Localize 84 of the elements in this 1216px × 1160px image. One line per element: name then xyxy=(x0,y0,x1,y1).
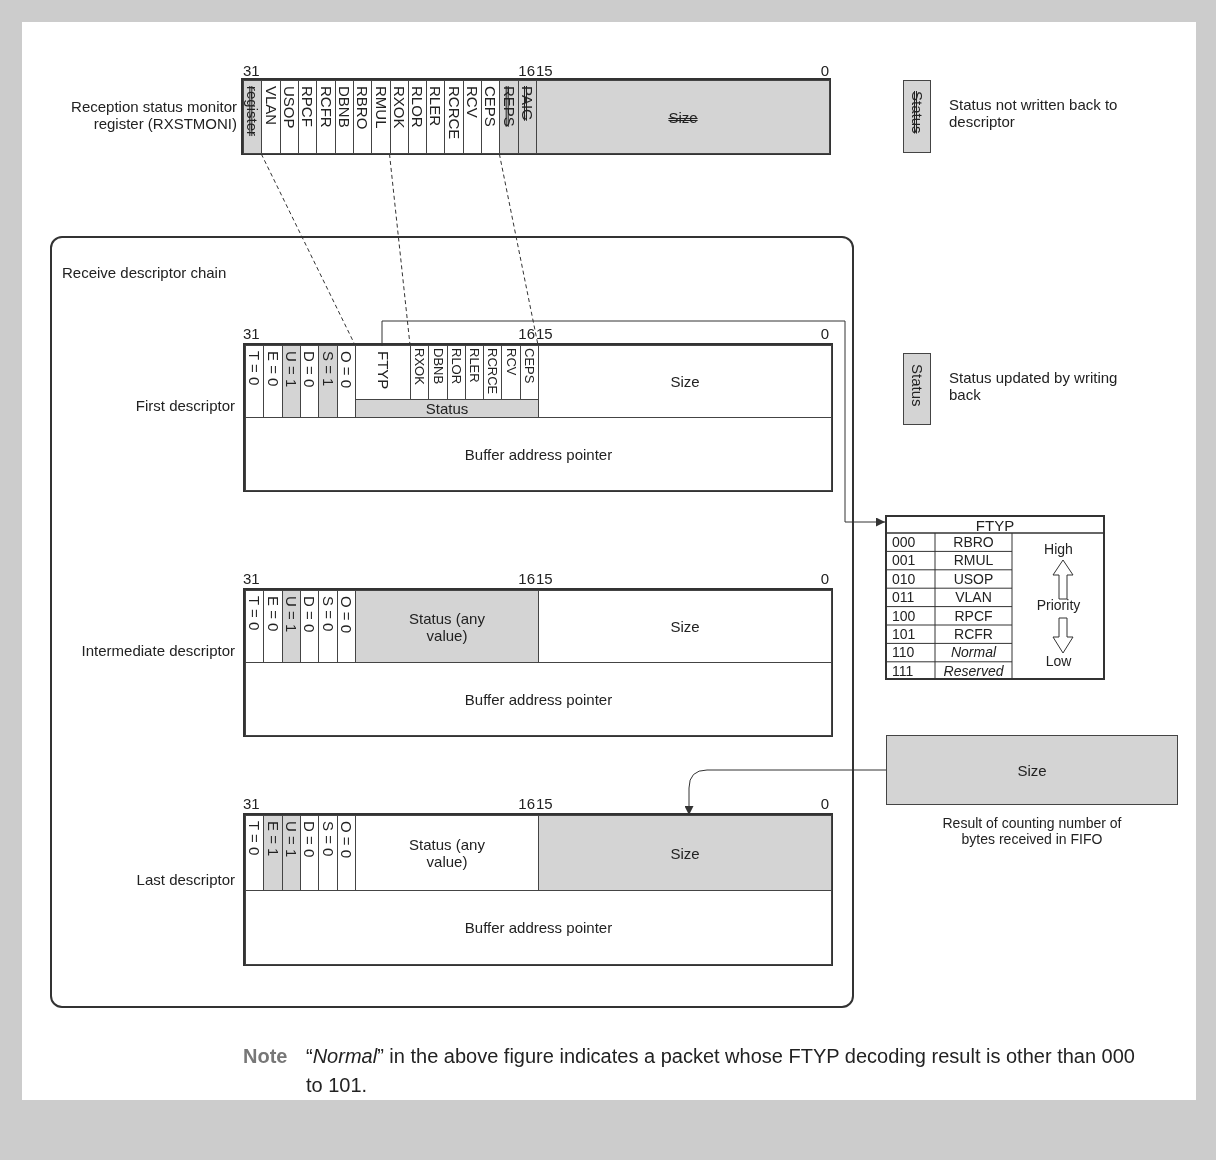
bit-field: Size xyxy=(536,80,830,154)
bit-field: Buffer address pointer xyxy=(245,890,832,965)
bit-number: 16 xyxy=(517,325,535,342)
legend-swatch: Status xyxy=(903,80,931,153)
bit-field: RXOK xyxy=(389,80,409,154)
dashed-line xyxy=(389,153,411,346)
bit-field: PAIG xyxy=(517,80,537,154)
bit-field: DBNB xyxy=(334,80,354,154)
bit-field: Size xyxy=(538,590,832,663)
bit-field: Status (any value) xyxy=(355,590,539,663)
note-label: Note xyxy=(243,1045,289,1068)
table-cell-text: 000 xyxy=(892,533,917,551)
bit-number: 16 xyxy=(517,570,535,587)
chain-title: Receive descriptor chain xyxy=(62,264,227,281)
dashed-line xyxy=(260,153,356,346)
bit-field: RCV xyxy=(462,80,483,154)
bit-field: RBRO xyxy=(352,80,373,154)
table-cell-text: 011 xyxy=(892,588,916,607)
bit-number: 15 xyxy=(536,62,554,79)
bit-field: RMUL xyxy=(371,80,391,154)
bit-number: 31 xyxy=(243,795,261,812)
bit-field: RPCF xyxy=(297,80,318,154)
swatch-label: Status updated by writing back xyxy=(949,369,1119,403)
bit-number: 15 xyxy=(536,570,554,587)
arrow xyxy=(684,769,887,816)
bit-field: CEPS xyxy=(481,80,501,154)
count-box-label: Result of counting number of bytes received in FIFO xyxy=(941,815,1123,847)
table-cell-text: 010 xyxy=(892,569,917,588)
table-cell-text: 001 xyxy=(892,551,917,570)
table-cell-text: RMUL xyxy=(952,551,995,570)
table-cell-text: 101 xyxy=(892,625,917,643)
table-cell-text: 100 xyxy=(892,606,917,625)
table-cell-text: RBRO xyxy=(952,533,995,551)
table-header: FTYP xyxy=(974,517,1016,534)
bit-field: RCRCE xyxy=(444,80,464,154)
bit-field: RCFR xyxy=(316,80,336,154)
note-text: “Normal” in the above figure indicates a packet whose FTYP decoding result is other than 000 to 101. xyxy=(306,1044,1136,1098)
bit-field: U = 1 xyxy=(281,815,301,891)
bit-field: Buffer address pointer xyxy=(245,417,832,491)
bit-field: register xyxy=(243,80,263,154)
descriptor-name: First descriptor xyxy=(135,397,235,414)
bit-field: E = 1 xyxy=(263,815,283,891)
arrow xyxy=(381,320,886,527)
table-cell-text: USOP xyxy=(952,569,995,588)
table-cell-text: Normal xyxy=(949,643,998,662)
bit-number: 0 xyxy=(819,62,829,79)
bit-field: Buffer address pointer xyxy=(245,662,832,736)
ftyp-table xyxy=(885,515,1105,680)
bit-number: 16 xyxy=(517,795,535,812)
register-name: Reception status monitor register (RXSTMONI) xyxy=(70,98,237,132)
priority-label: Priority xyxy=(1035,596,1082,614)
priority-label: High xyxy=(1043,540,1074,558)
bit-field: S = 1 xyxy=(318,345,338,418)
count-box: Size xyxy=(886,735,1178,805)
bit-number: 0 xyxy=(819,570,829,587)
descriptor-name: Intermediate descriptor xyxy=(81,642,235,659)
table-cell-text: Reserved xyxy=(942,661,1005,680)
bit-number: 31 xyxy=(243,570,261,587)
bit-field: VLAN xyxy=(261,80,281,154)
table-cell-text: RPCF xyxy=(953,606,994,625)
bit-field: T = 0 xyxy=(245,815,265,891)
dashed-line xyxy=(498,153,539,346)
priority-label: Low xyxy=(1044,652,1073,670)
bit-field: RLER xyxy=(426,80,446,154)
bit-number: 31 xyxy=(243,325,261,342)
bit-field: RLOR xyxy=(407,80,428,154)
bit-number: 31 xyxy=(243,62,261,79)
table-cell-text: VLAN xyxy=(954,588,993,607)
bit-number: 15 xyxy=(536,795,554,812)
descriptor-name: Last descriptor xyxy=(136,871,235,888)
swatch-label: Status not written back to descriptor xyxy=(949,96,1119,130)
bit-number: 15 xyxy=(536,325,554,342)
bit-number: 0 xyxy=(819,325,829,342)
bit-number: 16 xyxy=(517,62,535,79)
legend-swatch: Status xyxy=(903,353,931,425)
table-cell-text: 111 xyxy=(892,661,915,680)
bit-field: REPS xyxy=(499,80,519,154)
table-cell-text: RCFR xyxy=(953,625,994,643)
table-cell-text: 110 xyxy=(892,643,916,662)
chain-frame xyxy=(50,236,854,1008)
bit-field: Size xyxy=(538,815,832,891)
bit-number: 0 xyxy=(819,795,829,812)
bit-field: USOP xyxy=(279,80,299,154)
bit-field: Size xyxy=(538,345,832,418)
